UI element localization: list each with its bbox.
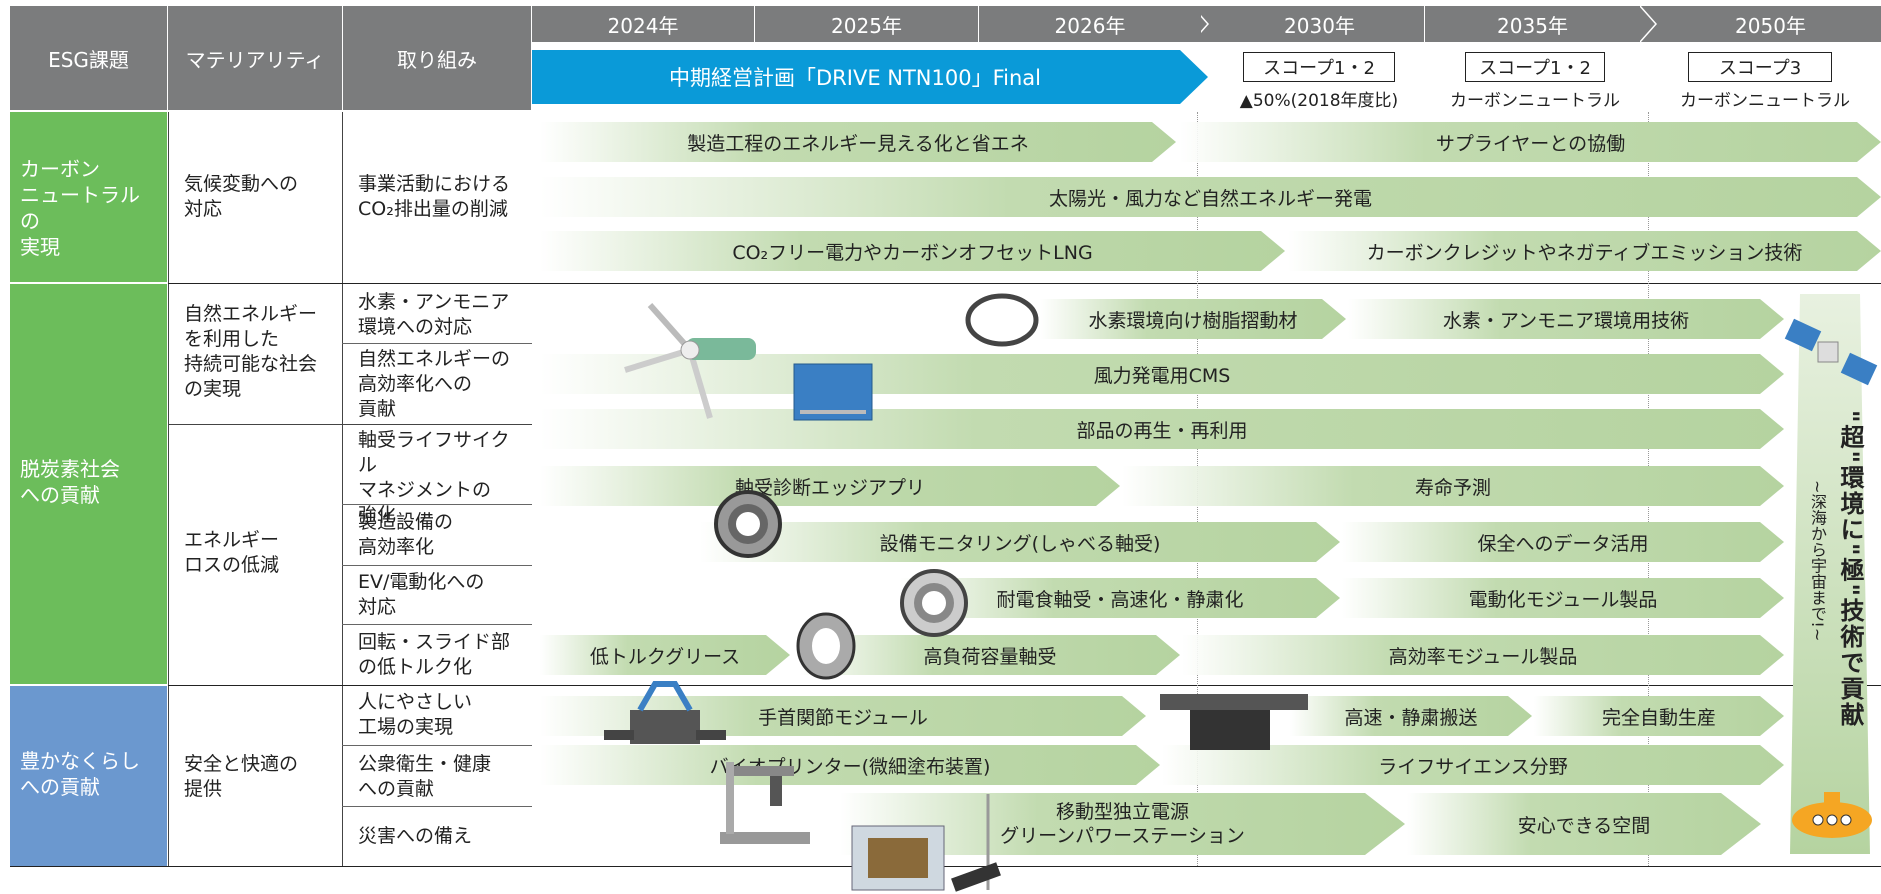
initiative-equipment: 製造設備の 高効率化 <box>358 511 454 558</box>
year-2026: 2026年 <box>979 6 1201 42</box>
cms-box-illustration <box>793 363 873 421</box>
vertical-banner-subtext: ~深海から宇宙まで!~ <box>1808 480 1827 642</box>
scope-2050-box: スコープ3 <box>1688 52 1832 82</box>
arrow-r10b: 高負荷容量軸受 <box>800 635 1180 675</box>
esg-carbon: カーボン ニュートラルの 実現 <box>10 112 167 282</box>
year-2025: 2025年 <box>755 6 978 42</box>
initiative-co2: 事業活動における CO₂排出量の削減 <box>358 173 511 220</box>
esg-life: 豊かなくらし への貢献 <box>10 686 167 866</box>
initiative-ev: EV/電動化への 対応 <box>358 571 485 618</box>
arrow-r7a: 軸受診断エッジアプリ <box>540 466 1120 506</box>
year-2030: 2030年 <box>1215 6 1424 42</box>
bearing-ev-illustration <box>900 569 968 637</box>
arrow-r2: 太陽光・風力など自然エネルギー発電 <box>540 177 1881 217</box>
year-2024: 2024年 <box>532 6 754 42</box>
arrow-r3a: CO₂フリー電力やカーボンオフセットLNG <box>540 231 1285 271</box>
roller-bearing-illustration <box>796 612 856 680</box>
arrow-r11c: 完全自動生産 <box>1534 696 1784 736</box>
scope-2030-box: スコープ1・2 <box>1243 52 1395 82</box>
initiative-disaster: 災害への備え <box>358 825 473 847</box>
materiality-climate: 気候変動への 対応 <box>184 173 299 220</box>
arrow-r1a: 製造工程のエネルギー見える化と省エネ <box>540 122 1176 162</box>
materiality-safety: 安全と快適の 提供 <box>184 753 299 800</box>
scope-2035-sub: カーボンニュートラル <box>1450 91 1620 111</box>
arrow-r5: 風力発電用CMS <box>540 354 1784 394</box>
power-station-illustration <box>851 794 1001 892</box>
year-2050: 2050年 <box>1660 6 1881 42</box>
arrow-r3b: カーボンクレジットやネガティブエミッション技術 <box>1288 231 1881 271</box>
arrow-r12b: ライフサイエンス分野 <box>1162 745 1784 785</box>
arrow-r10a: 低トルクグリース <box>540 635 790 675</box>
esg-decarb: 脱炭素社会 への貢献 <box>10 284 167 684</box>
arrow-r13b: 安心できる空間 <box>1407 793 1761 855</box>
arrow-r11b: 高速・静粛搬送 <box>1290 696 1532 736</box>
scope-2035-box: スコープ1・2 <box>1465 52 1605 82</box>
initiative-torque: 回転・スライド部 の低トルク化 <box>358 631 511 678</box>
header-materiality: マテリアリティ <box>168 6 342 110</box>
initiative-efficiency: 自然エネルギーの 高効率化への 貢献 <box>358 348 511 420</box>
materiality-natural: 自然エネルギー を利用した 持続可能な社会 の実現 <box>184 303 318 400</box>
satellite-illustration <box>1784 318 1878 386</box>
vertical-banner-text: "超"環境に"極"技術で貢献 <box>1836 410 1864 729</box>
scope-2050-sub: カーボンニュートラル <box>1680 91 1850 111</box>
arrow-r7b: 寿命予測 <box>1122 466 1784 506</box>
arrow-r4b: 水素・アンモニア環境用技術 <box>1348 299 1784 339</box>
materiality-energy-loss: エネルギー ロスの低減 <box>184 529 280 576</box>
initiative-lifecycle: 軸受ライフサイクル マネジメントの 強化 <box>358 429 510 526</box>
arrow-r8a: 設備モニタリング(しゃべる軸受) <box>700 522 1340 562</box>
arrow-r4a: 水素環境向け樹脂摺動材 <box>1040 299 1346 339</box>
year-2035: 2035年 <box>1425 6 1640 42</box>
year-chevron <box>1639 6 1658 42</box>
arrow-r8b: 保全へのデータ活用 <box>1342 522 1784 562</box>
initiative-health: 公衆衛生・健康 への貢献 <box>358 753 492 800</box>
arrow-r9a: 耐電食軸受・高速化・静粛化 <box>900 578 1340 618</box>
arrow-r6: 部品の再生・再利用 <box>540 409 1784 449</box>
plan-banner: 中期経営計画「DRIVE NTN100」Final <box>532 50 1208 104</box>
wind-turbine-illustration <box>624 303 756 419</box>
wrist-module-illustration <box>604 681 726 744</box>
scope-2030-sub: ▲50%(2018年度比) <box>1239 91 1399 111</box>
resin-ring-illustration <box>965 293 1039 347</box>
header-initiative: 取り組み <box>343 6 531 110</box>
initiative-factory: 人にやさしい 工場の実現 <box>358 691 473 738</box>
vertical-banner <box>1790 294 1870 854</box>
submarine-illustration <box>1792 792 1872 838</box>
arrow-r1b: サプライヤーとの協働 <box>1180 122 1881 162</box>
arrow-r9b: 電動化モジュール製品 <box>1342 578 1784 618</box>
initiative-hydrogen: 水素・アンモニア 環境への対応 <box>358 291 510 338</box>
header-esg: ESG課題 <box>10 6 167 110</box>
bearing-illustration <box>714 490 782 558</box>
conveyor-illustration <box>1160 694 1308 750</box>
bioprinter-illustration <box>720 762 810 844</box>
arrow-r10c: 高効率モジュール製品 <box>1182 635 1784 675</box>
